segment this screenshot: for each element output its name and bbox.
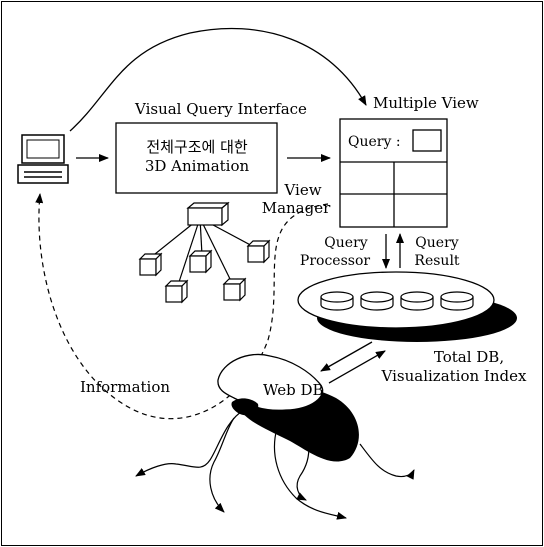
animation-box [115,122,278,194]
query-result-label-line2: Result [414,253,460,269]
multiple-view-label: Multiple View [373,94,479,112]
arrow-web-db-to-total-db [328,350,386,384]
information-label: Information [80,378,170,396]
animation-label-line2: 3D Animation [145,157,250,175]
query-field-label: Query : [348,134,401,150]
arc-arrow-to-multiple-view [69,27,367,132]
tree-structure-icon [138,201,271,304]
information-dashed-arrow [35,193,329,420]
web-db-label: Web DB [263,381,324,399]
computer-icon [17,134,69,184]
web-db-blob [217,353,359,462]
db-cylinder-icons [320,291,474,311]
query-processor-label-line1: Query [324,235,367,251]
query-input-box[interactable] [412,129,442,152]
query-result-label-line1: Query [415,235,458,251]
arrow-total-db-to-web-db [320,341,373,372]
animation-label-line1: 전체구조에 대한 [146,138,248,156]
query-processor-label-line2: Processor [300,253,370,269]
total-db-label-line2: Visualization Index [381,367,527,385]
view-manager-label-line2: Manager [262,199,331,217]
view-manager-label-line1: View [283,181,321,199]
network-links [135,409,415,520]
total-db-label-line1: Total DB, [434,348,504,366]
visual-query-interface-label: Visual Query Interface [134,100,307,118]
